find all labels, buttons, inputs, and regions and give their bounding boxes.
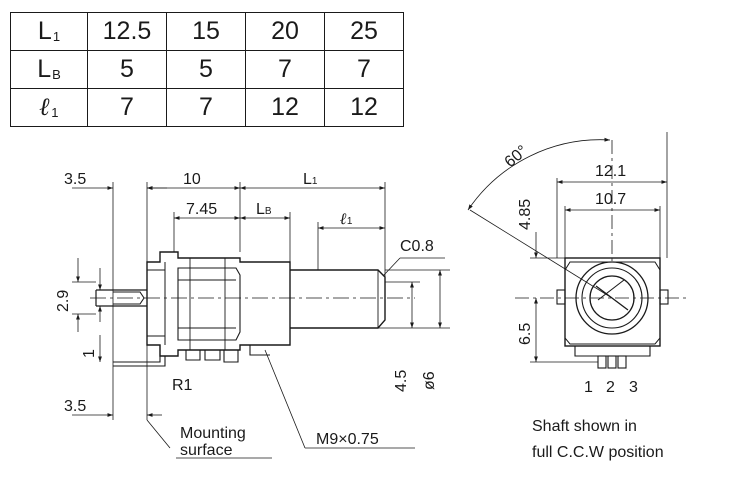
side-view-labels: 3.5 10 L1 7.45 LB ℓ1 C0.8 2.9 1 4.5 ø6 R… [55,171,438,459]
r1-label: R1 [172,377,193,394]
dim-3p5-top: 3.5 [64,171,86,188]
dimension-table: L1 12.5 15 20 25 LB 5 5 7 7 ℓ1 7 7 12 12 [10,12,404,127]
dim-ell1: ℓ1 [339,211,353,228]
caption-line-1: Shaft shown in [532,418,637,435]
mounting-label-2: surface [180,442,233,459]
table-cell: 7 [87,88,167,127]
pin-3-label: 3 [629,379,638,396]
table-cell: 7 [166,88,246,127]
dim-3p5-bottom: 3.5 [64,398,86,415]
front-view [467,132,690,369]
pin-1-label: 1 [584,379,593,396]
table-cell: 12.5 [87,12,167,51]
caption-line-2: full C.C.W position [532,444,664,461]
dim-6p5: 6.5 [517,323,534,345]
dim-10: 10 [183,171,201,188]
table-cell: 15 [166,12,246,51]
dim-4p85: 4.85 [517,199,534,230]
chamfer-label: C0.8 [400,238,434,255]
table-cell: 12 [324,88,404,127]
pin-2-label: 2 [606,379,615,396]
dim-12p1: 12.1 [595,163,626,180]
angle-60: 60° [502,142,531,171]
table-row: LB 5 5 7 7 [10,50,404,89]
dim-2p9: 2.9 [55,290,72,312]
dim-4p5: 4.5 [393,370,410,392]
dim-10p7: 10.7 [595,191,626,208]
table-row: L1 12.5 15 20 25 [10,12,404,51]
table-cell: 5 [166,50,246,89]
row-label-ell1: ℓ1 [10,88,88,127]
table-cell: 25 [324,12,404,51]
table-cell: 7 [245,50,325,89]
table-row: ℓ1 7 7 12 12 [10,88,404,127]
row-label-l1: L1 [10,12,88,51]
dim-1: 1 [81,349,98,358]
dim-7p45: 7.45 [186,201,217,218]
side-view [72,182,450,459]
dim-l1: L1 [303,171,318,188]
thread-label: M9×0.75 [316,431,379,448]
mounting-label-1: Mounting [180,425,246,442]
dim-lb: LB [256,201,272,218]
table-cell: 5 [87,50,167,89]
dim-dia6: ø6 [421,371,438,390]
row-label-lb: LB [10,50,88,89]
table-cell: 7 [324,50,404,89]
